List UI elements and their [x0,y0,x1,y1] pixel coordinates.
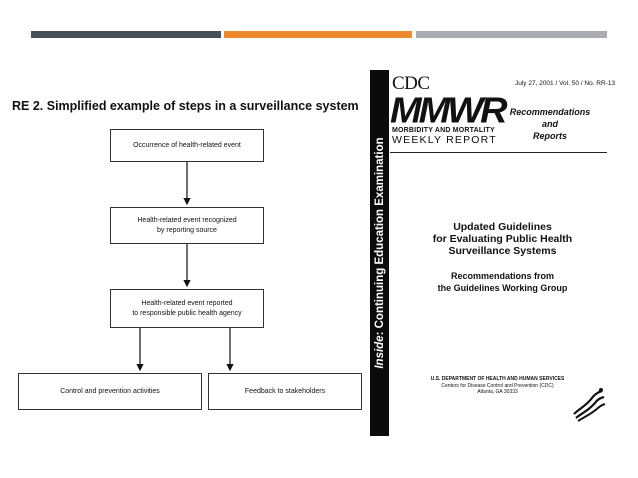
spine-inside: Inside [373,335,386,369]
spine-rest: : Continuing Education Examination [373,137,386,336]
cover-subtitle-line-2: the Guidelines Working Group [437,283,568,293]
step-occurrence: Occurrence of health-related event [110,129,264,162]
mmwr-logo: MMWR [390,91,508,131]
cover-subtitle-line-1: Recommendations from [450,271,555,281]
dept-line-1: U.S. DEPARTMENT OF HEALTH AND HUMAN SERV… [430,376,565,382]
step-recognized-line1: Health-related event recognized [137,216,237,224]
dept-line-3: Atlanta, GA 30333 [477,389,518,395]
rr-line-3: Reports [532,131,567,141]
rr-line-2: and [541,119,558,129]
registered-mark: ® [483,98,488,104]
rr-line-1: Recommendations [509,107,591,117]
cover-spine: Inside: Continuing Education Examination [370,70,389,436]
cover-title-line-1: Updated Guidelines [453,221,552,233]
cover-title-line-2: for Evaluating Public Health [432,233,573,245]
mmwr-subtitle-2: WEEKLY REPORT [392,134,497,146]
step-reported-line1: Health-related event reported [141,299,233,307]
cover-subtitle: Recommendations from the Guidelines Work… [405,270,600,294]
dept-line-2: Centers for Disease Control and Preventi… [441,382,554,389]
step-feedback: Feedback to stakeholders [208,373,362,410]
step-recognized-line2: by reporting source [157,226,217,234]
step-reported: Health-related event reported to responsi… [110,289,264,328]
step-recognized: Health-related event recognized by report… [110,207,264,244]
cover-divider [390,152,607,153]
step-control-prevention: Control and prevention activities [18,373,202,410]
department-info: U.S. DEPARTMENT OF HEALTH AND HUMAN SERV… [425,376,570,396]
cdc-logo: CDC [392,73,430,94]
step-feedback-label: Feedback to stakeholders [244,387,326,395]
accent-bar-slate [31,31,221,38]
mmwr-subtitle-1: MORBIDITY AND MORTALITY [392,127,495,134]
step-reported-line2: to responsible public health agency [132,309,242,317]
issue-info: July 27, 2001 / Vol. 50 / No. RR-13 [515,80,616,87]
step-control-label: Control and prevention activities [60,387,160,395]
cover-title-line-3: Surveillance Systems [448,245,557,257]
recommendations-reports: Recommendations and Reports [505,106,595,142]
step-occurrence-label: Occurrence of health-related event [133,141,241,149]
figure-title: RE 2. Simplified example of steps in a s… [12,99,359,113]
accent-bar-orange [224,31,412,38]
hhs-eagle-logo-icon [573,388,606,422]
cover-title: Updated Guidelines for Evaluating Public… [405,221,600,257]
accent-bar-gray [416,31,607,38]
